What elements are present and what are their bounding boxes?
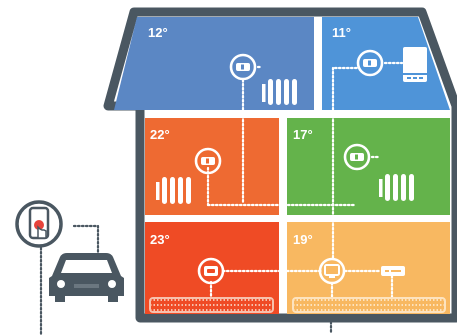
room-temperature: 11° <box>332 25 351 40</box>
room-temperature: 17° <box>293 127 313 142</box>
smartphone-icon <box>17 202 61 246</box>
controller-icon <box>381 266 405 276</box>
room-temperature: 23° <box>150 232 170 247</box>
room-temperature: 12° <box>148 25 168 40</box>
room-middle-right: 17° <box>287 118 450 215</box>
room-temperature: 19° <box>293 232 313 247</box>
car-icon <box>49 253 124 302</box>
room-temperature: 22° <box>150 127 170 142</box>
boiler-icon <box>403 47 427 82</box>
